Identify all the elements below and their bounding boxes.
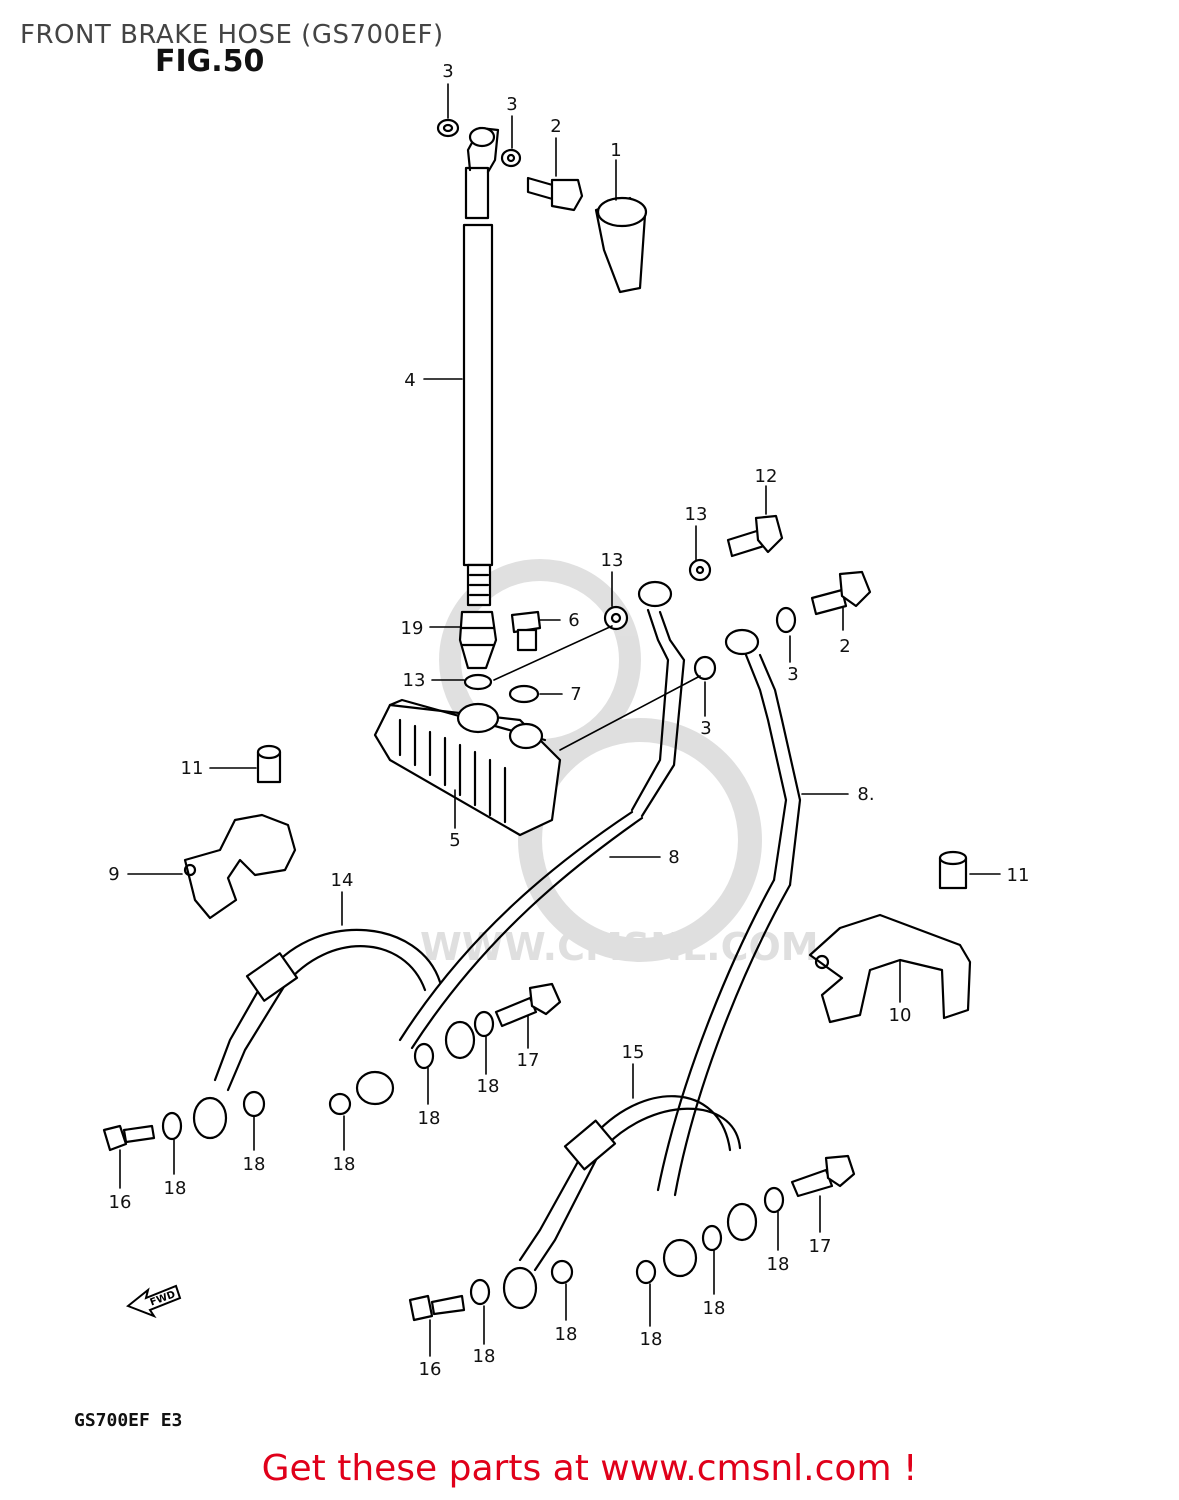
callout-15: 15	[622, 1042, 645, 1063]
callout-12: 12	[755, 466, 778, 487]
bracket-10	[808, 913, 972, 1024]
brake-hose-8-right	[656, 628, 802, 1197]
callout-16: 16	[109, 1192, 132, 1213]
cap-1	[594, 196, 648, 294]
fwd-arrow-icon: FWD	[126, 1284, 182, 1319]
callout-18: 18	[473, 1346, 496, 1367]
bolt-6	[510, 610, 542, 652]
brake-hose-8-left	[398, 580, 686, 1050]
figure-number: FIG.50	[155, 44, 265, 79]
callout-3: 3	[787, 664, 798, 685]
junction-block-5	[373, 698, 562, 837]
washer-13-right	[688, 558, 712, 582]
callout-18: 18	[418, 1108, 441, 1129]
hose-8-banjo	[355, 1070, 395, 1106]
callout-13: 13	[685, 504, 708, 525]
callouts: 3 3 2 1 4 12 13 13 19 6 2 3 13 7 3 11 8.…	[108, 61, 1029, 1380]
callout-13: 13	[601, 550, 624, 571]
brake-hose-14	[192, 928, 476, 1140]
callout-18: 18	[477, 1076, 500, 1097]
callout-11: 11	[1007, 865, 1030, 886]
washer-3-center	[693, 655, 717, 681]
union-bolt-2-top	[526, 176, 584, 212]
callout-18: 18	[164, 1178, 187, 1199]
grommet-11-right	[938, 850, 968, 890]
washer-3-top-right	[500, 148, 522, 168]
callout-3: 3	[506, 94, 517, 115]
callout-8: 8	[668, 847, 679, 868]
washer-7	[508, 684, 540, 704]
callout-18: 18	[703, 1298, 726, 1319]
callout-1: 1	[610, 140, 621, 161]
fitting-19	[458, 610, 498, 670]
callout-3: 3	[442, 61, 453, 82]
callout-5: 5	[449, 830, 460, 851]
callout-18: 18	[767, 1254, 790, 1275]
callout-2: 2	[550, 116, 561, 137]
callout-18: 18	[555, 1324, 578, 1345]
union-bolt-16-right	[408, 1294, 466, 1322]
union-bolt-17-lower	[790, 1154, 856, 1198]
union-bolt-17-upper	[494, 982, 562, 1028]
union-bolt-16-left	[102, 1124, 156, 1152]
model-code: GS700EF E3	[74, 1410, 183, 1431]
callout-8: 8.	[857, 784, 874, 805]
callout-14: 14	[331, 870, 354, 891]
callout-2: 2	[839, 636, 850, 657]
callout-9: 9	[108, 864, 119, 885]
callout-18: 18	[640, 1329, 663, 1350]
page-title: FRONT BRAKE HOSE (GS700EF)	[20, 20, 444, 50]
callout-17: 17	[809, 1236, 832, 1257]
brake-hose-4	[462, 126, 500, 607]
callout-16: 16	[419, 1359, 442, 1380]
callout-6: 6	[568, 610, 579, 631]
bolt-12	[726, 514, 784, 558]
washer-3-top-left	[436, 118, 460, 138]
grommet-11-left	[256, 744, 282, 784]
washers-18	[161, 1010, 785, 1306]
clamp-9	[183, 813, 297, 920]
callout-13: 13	[403, 670, 426, 691]
callout-7: 7	[570, 684, 581, 705]
washer-13-mid	[603, 605, 629, 631]
callout-3: 3	[700, 718, 711, 739]
callout-18: 18	[333, 1154, 356, 1175]
callout-17: 17	[517, 1050, 540, 1071]
callout-10: 10	[889, 1005, 912, 1026]
washer-3-right	[775, 606, 797, 634]
callout-4: 4	[404, 370, 415, 391]
union-bolt-2-right	[810, 570, 872, 616]
leader-lines	[119, 83, 1001, 1357]
brake-hose-15	[502, 1095, 758, 1310]
footer-link-text[interactable]: Get these parts at www.cmsnl.com !	[261, 1448, 918, 1489]
callout-11: 11	[181, 758, 204, 779]
callout-18: 18	[243, 1154, 266, 1175]
callout-19: 19	[401, 618, 424, 639]
washer-13-left	[463, 673, 493, 691]
